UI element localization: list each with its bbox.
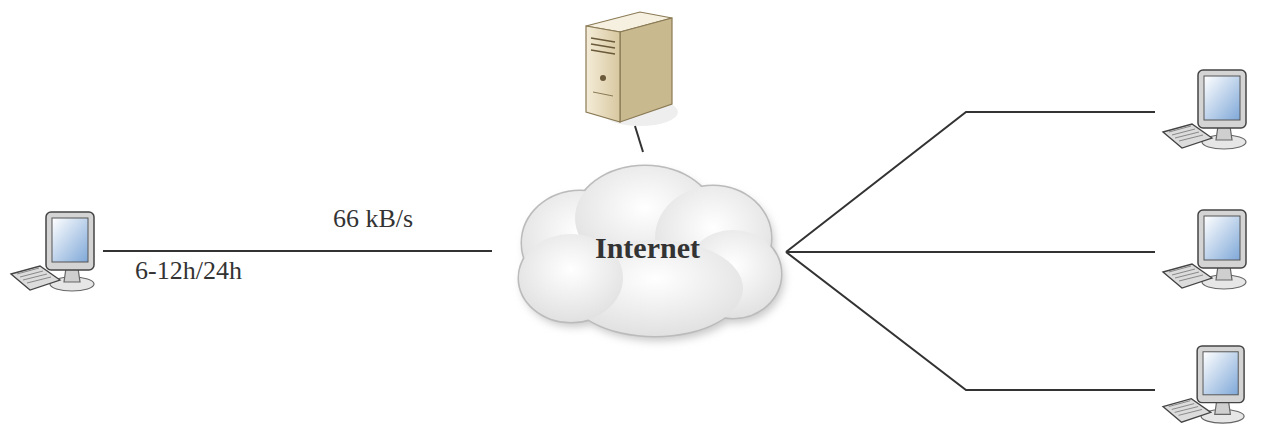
internet-cloud: Internet <box>505 148 790 348</box>
peer-link <box>786 252 1155 390</box>
server-tower <box>586 12 678 126</box>
peer-computer <box>1163 70 1246 149</box>
peer-link <box>786 251 1155 253</box>
peer-link <box>786 112 1155 252</box>
client-link <box>103 250 492 252</box>
peer-computer <box>1163 346 1244 423</box>
client-computer <box>11 212 94 291</box>
uptime-label: 6-12h/24h <box>133 256 244 286</box>
server-link <box>635 126 643 152</box>
bandwidth-label: 66 kB/s <box>331 204 415 234</box>
cloud-label: Internet <box>595 231 700 265</box>
peer-computer <box>1163 210 1246 289</box>
